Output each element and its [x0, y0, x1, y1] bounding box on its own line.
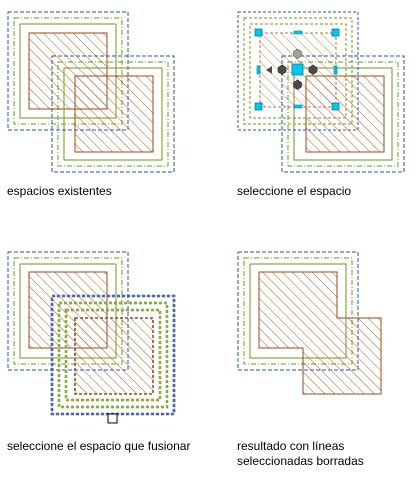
space-b-middle-boundary: [287, 61, 399, 167]
corner-grip-icon[interactable]: [331, 28, 340, 37]
space-a-inner-boundary: [249, 23, 347, 119]
space-b-hatch-area: [305, 75, 385, 153]
caption-existing-spaces: espacios existentes: [7, 184, 112, 198]
hexagon-grip-icon[interactable]: [293, 79, 302, 90]
edge-grip-icon[interactable]: [293, 104, 303, 109]
caption-select-merge-space: seleccione el espacio que fusionar: [7, 439, 191, 453]
space-b-hatch-area: [74, 317, 154, 395]
space-a-middle-boundary: [13, 17, 123, 125]
space-b-inner-boundary: [293, 67, 393, 161]
space-a-middle-boundary: [243, 257, 353, 365]
space-a-outer-boundary: [7, 251, 129, 371]
caption-select-space: seleccione el espacio: [237, 184, 352, 198]
edge-grip-icon[interactable]: [256, 65, 261, 75]
space-a-inner-boundary: [19, 23, 117, 119]
space-b-outer-boundary: [281, 55, 405, 173]
space-b-hatch-area: [74, 75, 154, 153]
space-b-inner-boundary: [63, 67, 163, 161]
space-b-selected[interactable]: [50, 294, 176, 416]
panel-existing-spaces: [7, 11, 175, 173]
panel-result: [237, 251, 382, 395]
hexagon-grip-icon[interactable]: [293, 48, 302, 59]
panel-select-merge-space: [7, 251, 176, 424]
hexagon-grip-icon[interactable]: [308, 64, 318, 75]
merged-space-hatch-area: [258, 271, 382, 395]
space-a: [237, 251, 359, 371]
space-b-middle-boundary-highlight: [58, 302, 168, 408]
space-a-outer-boundary: [237, 11, 359, 131]
space-b-middle-boundary: [57, 61, 169, 167]
corner-grip-icon[interactable]: [254, 28, 263, 37]
selection-grips[interactable]: [254, 28, 340, 111]
space-a-outer-boundary: [7, 11, 129, 131]
space-b-outer-boundary: [51, 55, 175, 173]
direction-arrow-icon: [266, 66, 272, 74]
space-a-inner-boundary: [249, 263, 347, 359]
space-b: [281, 55, 405, 173]
edge-grip-icon[interactable]: [293, 30, 303, 35]
corner-grip-icon[interactable]: [254, 102, 263, 111]
space-b: [51, 55, 175, 173]
caption-result: resultado con líneas seleccionadas borra…: [237, 439, 364, 468]
hexagon-grip-icon[interactable]: [277, 64, 287, 75]
edge-grip-icon[interactable]: [333, 65, 338, 75]
space-b-inner-boundary-highlight: [65, 309, 161, 401]
panel-select-space: [237, 11, 405, 173]
space-a-outer-boundary: [237, 251, 359, 371]
center-move-grip-icon[interactable]: [291, 63, 304, 76]
corner-grip-icon[interactable]: [331, 102, 340, 111]
pickbox-cursor-icon: [107, 413, 118, 424]
space-a-middle-boundary: [243, 17, 353, 125]
